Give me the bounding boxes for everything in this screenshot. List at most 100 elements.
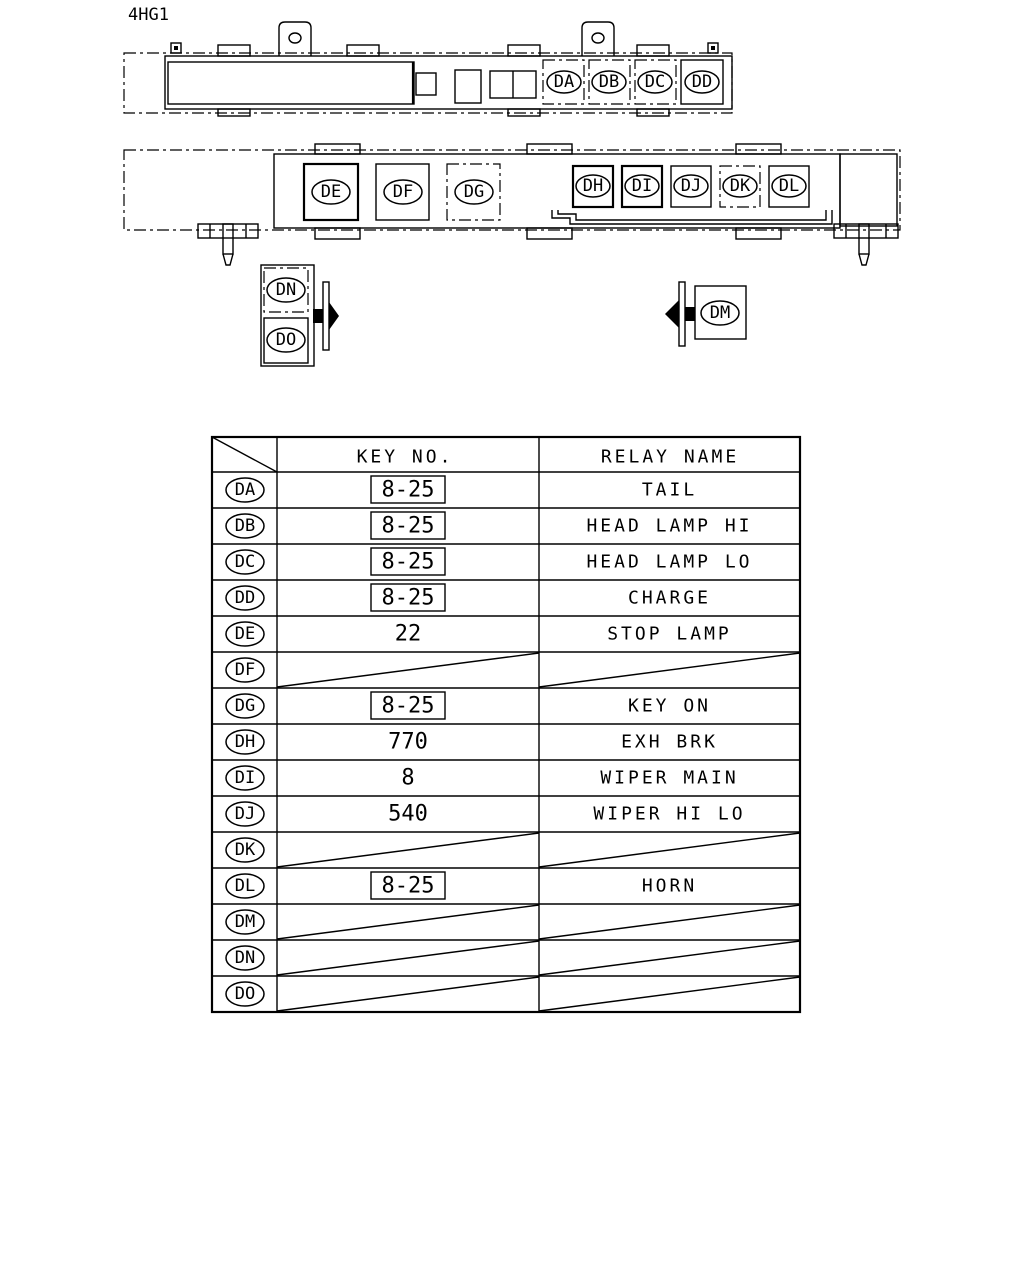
relay-label-DN: DN bbox=[276, 280, 296, 300]
relay-tag-oval bbox=[225, 477, 265, 503]
relay-socket-DD: DD bbox=[680, 59, 724, 105]
relay-label-DD: DD bbox=[692, 72, 712, 92]
relay-tag-oval bbox=[575, 174, 611, 198]
relay-tag-oval bbox=[700, 300, 740, 326]
empty-key-slash bbox=[276, 976, 540, 1012]
row-key-no: 8-25 bbox=[382, 874, 435, 899]
row-relay-name: KEY ON bbox=[628, 696, 711, 717]
relay-label-DJ: DJ bbox=[681, 176, 701, 196]
relay-tag-oval bbox=[225, 837, 265, 863]
relay-label-DF: DF bbox=[393, 182, 413, 202]
row-key-no: 8-25 bbox=[382, 478, 435, 503]
row-relay-name: EXH BRK bbox=[621, 732, 718, 753]
relay-socket-DF: DF bbox=[375, 163, 430, 221]
empty-key-slash bbox=[276, 904, 540, 940]
table-row: DK bbox=[212, 831, 801, 868]
relay-tag-oval bbox=[637, 70, 673, 94]
relay-socket-DB: DB bbox=[588, 59, 631, 105]
table-row: DD 8-25 CHARGE bbox=[212, 579, 800, 612]
relay-tag-oval bbox=[624, 174, 660, 198]
relay-label-DE: DE bbox=[321, 182, 341, 202]
relay-tag-oval bbox=[454, 179, 494, 205]
empty-key-slash bbox=[276, 940, 540, 976]
relay-label-DO: DO bbox=[276, 330, 296, 350]
row-relay-name: HEAD LAMP LO bbox=[586, 552, 752, 573]
relay-tag-oval bbox=[225, 729, 265, 755]
row-relay-id: DH bbox=[235, 732, 255, 752]
row-relay-id: DJ bbox=[235, 804, 255, 824]
relay-tag-oval bbox=[722, 174, 758, 198]
middle-relay-block bbox=[123, 143, 901, 266]
empty-key-slash bbox=[276, 832, 540, 868]
row-relay-id: DM bbox=[235, 912, 255, 932]
key-box bbox=[370, 547, 446, 576]
relay-tag-oval bbox=[591, 70, 627, 94]
row-relay-name: HORN bbox=[642, 876, 697, 897]
row-relay-id: DL bbox=[235, 876, 255, 896]
relay-label-DK: DK bbox=[730, 176, 751, 196]
relay-label-DG: DG bbox=[464, 182, 484, 202]
table-row: DN bbox=[212, 939, 801, 976]
relay-socket-DI: DI bbox=[620, 164, 664, 209]
relay-tag-oval bbox=[546, 70, 582, 94]
empty-name-slash bbox=[538, 904, 801, 940]
row-relay-id: DB bbox=[235, 516, 255, 536]
row-relay-name: STOP LAMP bbox=[607, 624, 732, 645]
relay-tag-oval bbox=[225, 801, 265, 827]
relay-tag-oval bbox=[383, 179, 423, 205]
relay-label-DB: DB bbox=[599, 72, 619, 92]
relay-tag-oval bbox=[266, 277, 306, 303]
row-relay-id: DC bbox=[235, 552, 255, 572]
row-relay-id: DN bbox=[235, 948, 255, 968]
right-relay-single bbox=[665, 281, 747, 347]
empty-key-slash bbox=[276, 652, 540, 688]
key-box bbox=[370, 871, 446, 900]
row-relay-name: HEAD LAMP HI bbox=[586, 516, 752, 537]
key-box bbox=[370, 583, 446, 612]
relay-tag-oval bbox=[225, 693, 265, 719]
empty-name-slash bbox=[538, 940, 801, 976]
row-key-no: 8-25 bbox=[382, 586, 435, 611]
relay-label-DC: DC bbox=[645, 72, 665, 92]
relay-tag-oval bbox=[225, 909, 265, 935]
relay-tag-oval bbox=[266, 327, 306, 353]
empty-name-slash bbox=[538, 976, 801, 1012]
row-relay-id: DI bbox=[235, 768, 255, 788]
row-relay-id: DE bbox=[235, 624, 255, 644]
relay-label-DH: DH bbox=[583, 176, 603, 196]
relay-tag-oval bbox=[225, 549, 265, 575]
empty-name-slash bbox=[538, 832, 801, 868]
relay-socket-DN: DN bbox=[266, 277, 306, 303]
row-relay-name: WIPER HI LO bbox=[593, 804, 745, 825]
table-row: DO bbox=[212, 975, 801, 1012]
relay-tag-oval bbox=[684, 70, 720, 94]
header-relay-name: RELAY NAME bbox=[601, 447, 739, 468]
row-relay-id: DG bbox=[235, 696, 255, 716]
row-relay-id: DD bbox=[235, 588, 255, 608]
table-row: DF bbox=[212, 651, 801, 688]
relay-tag-oval bbox=[225, 657, 265, 683]
relay-socket-DG: DG bbox=[446, 163, 501, 221]
relay-socket-DH: DH bbox=[571, 164, 615, 209]
header-key-no: KEY NO. bbox=[357, 447, 454, 468]
key-box bbox=[370, 475, 446, 504]
relay-tag-oval bbox=[311, 179, 351, 205]
relay-label-DI: DI bbox=[632, 176, 652, 196]
row-key-no: 8-25 bbox=[382, 694, 435, 719]
table-row: DM bbox=[212, 903, 801, 940]
relay-tag-oval bbox=[225, 621, 265, 647]
relay-socket-DJ: DJ bbox=[670, 165, 712, 208]
relay-tag-oval bbox=[225, 765, 265, 791]
left-relay-stack bbox=[260, 264, 339, 367]
row-relay-id: DF bbox=[235, 660, 255, 680]
row-relay-name: WIPER MAIN bbox=[600, 768, 738, 789]
row-relay-name: TAIL bbox=[642, 480, 697, 501]
row-relay-name: CHARGE bbox=[628, 588, 711, 609]
row-key-no: 770 bbox=[388, 730, 428, 755]
table-row: DH 770 EXH BRK bbox=[212, 723, 800, 755]
row-relay-id: DA bbox=[235, 480, 255, 500]
